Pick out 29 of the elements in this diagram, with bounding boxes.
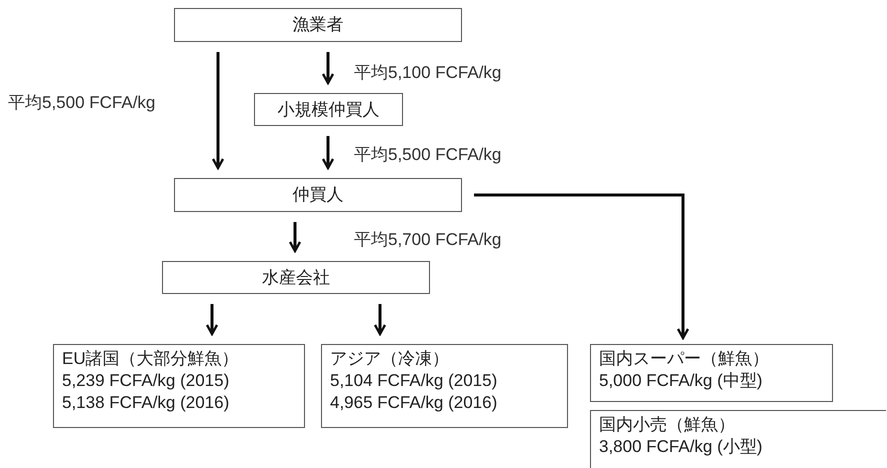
arrow [474, 194, 690, 340]
price-line: 5,104 FCFA/kg (2015) [330, 370, 498, 392]
process-box: 水産会社 [162, 261, 430, 294]
edge-label: 平均5,700 FCFA/kg [354, 229, 502, 251]
arrow [212, 52, 224, 170]
arrow [206, 304, 218, 336]
price-line: 5,239 FCFA/kg (2015) [62, 370, 230, 392]
process-box: 仲買人 [174, 178, 462, 212]
price-line: 3,800 FCFA/kg (小型) [599, 436, 764, 458]
price-line: 5,000 FCFA/kg (中型) [599, 370, 764, 392]
destination-box [321, 344, 568, 428]
box-heading: EU諸国（大部分鮮魚） [62, 348, 240, 370]
arrow [374, 304, 386, 336]
box-heading: 国内小売（鮮魚） [599, 414, 736, 436]
edge-label: 平均5,500 FCFA/kg [8, 92, 156, 114]
edge-label: 平均5,500 FCFA/kg [354, 144, 502, 166]
edge-label: 平均5,100 FCFA/kg [354, 62, 502, 84]
price-line: 4,965 FCFA/kg (2016) [330, 392, 498, 414]
destination-box [590, 344, 833, 402]
box-heading: 国内スーパー（鮮魚） [599, 348, 770, 370]
arrow [322, 52, 334, 84]
destination-box [53, 344, 305, 428]
price-line: 5,138 FCFA/kg (2016) [62, 392, 230, 414]
arrow [288, 222, 302, 252]
process-box: 漁業者 [174, 8, 462, 42]
destination-box [590, 410, 886, 468]
box-heading: アジア（冷凍） [330, 348, 450, 370]
process-box: 小規模仲買人 [254, 93, 403, 126]
arrow [322, 136, 334, 170]
